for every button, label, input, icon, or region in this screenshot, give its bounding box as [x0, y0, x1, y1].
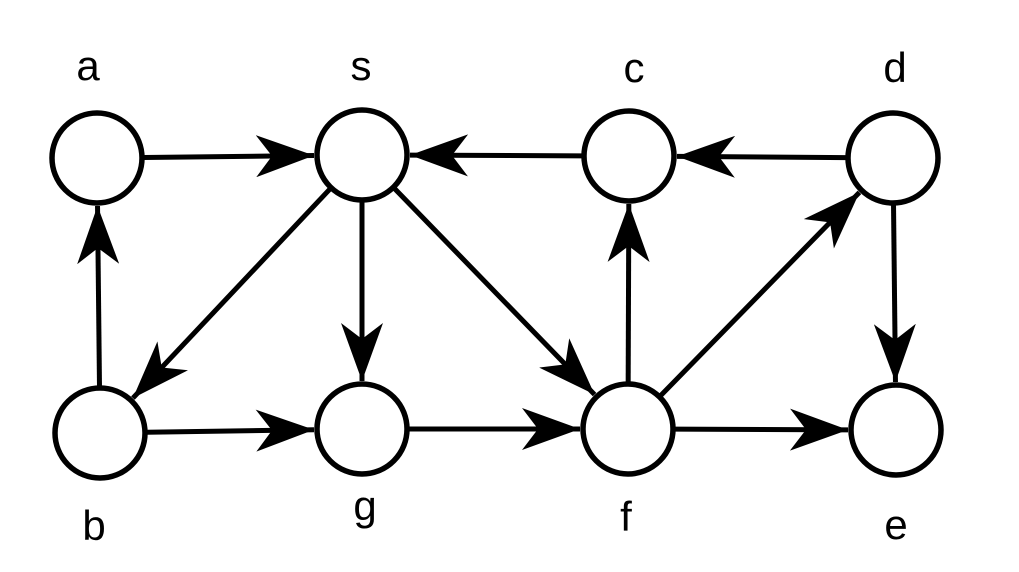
node-b-label: b: [82, 502, 105, 549]
edge-s-b: [131, 187, 332, 400]
node-e-circle: [848, 382, 944, 478]
edge-f-d: [659, 190, 862, 398]
node-a-circle: [49, 110, 145, 206]
edge-d-e: [873, 204, 916, 383]
edge-b-a: [77, 205, 120, 387]
node-g-circle: [314, 381, 410, 477]
node-f-circle: [580, 381, 676, 477]
node-d-label: d: [883, 44, 906, 91]
node-b-circle: [52, 385, 148, 481]
node-a-label: a: [76, 42, 100, 89]
edge-a-s: [143, 135, 315, 178]
node-c-circle: [581, 108, 677, 204]
node-s-label: s: [351, 42, 372, 89]
node-e-label: e: [884, 501, 907, 548]
node-c-label: c: [624, 44, 645, 91]
edge-s-f: [392, 186, 597, 397]
node-s-circle: [314, 107, 410, 203]
edge-f-c: [607, 203, 650, 383]
node-d-circle: [845, 110, 941, 206]
node-f-label: f: [620, 493, 632, 540]
edge-f-e: [674, 408, 849, 451]
edge-b-g: [146, 409, 315, 452]
edge-c-s: [409, 134, 583, 177]
edge-d-c: [676, 135, 847, 178]
node-g-label: g: [353, 482, 376, 529]
